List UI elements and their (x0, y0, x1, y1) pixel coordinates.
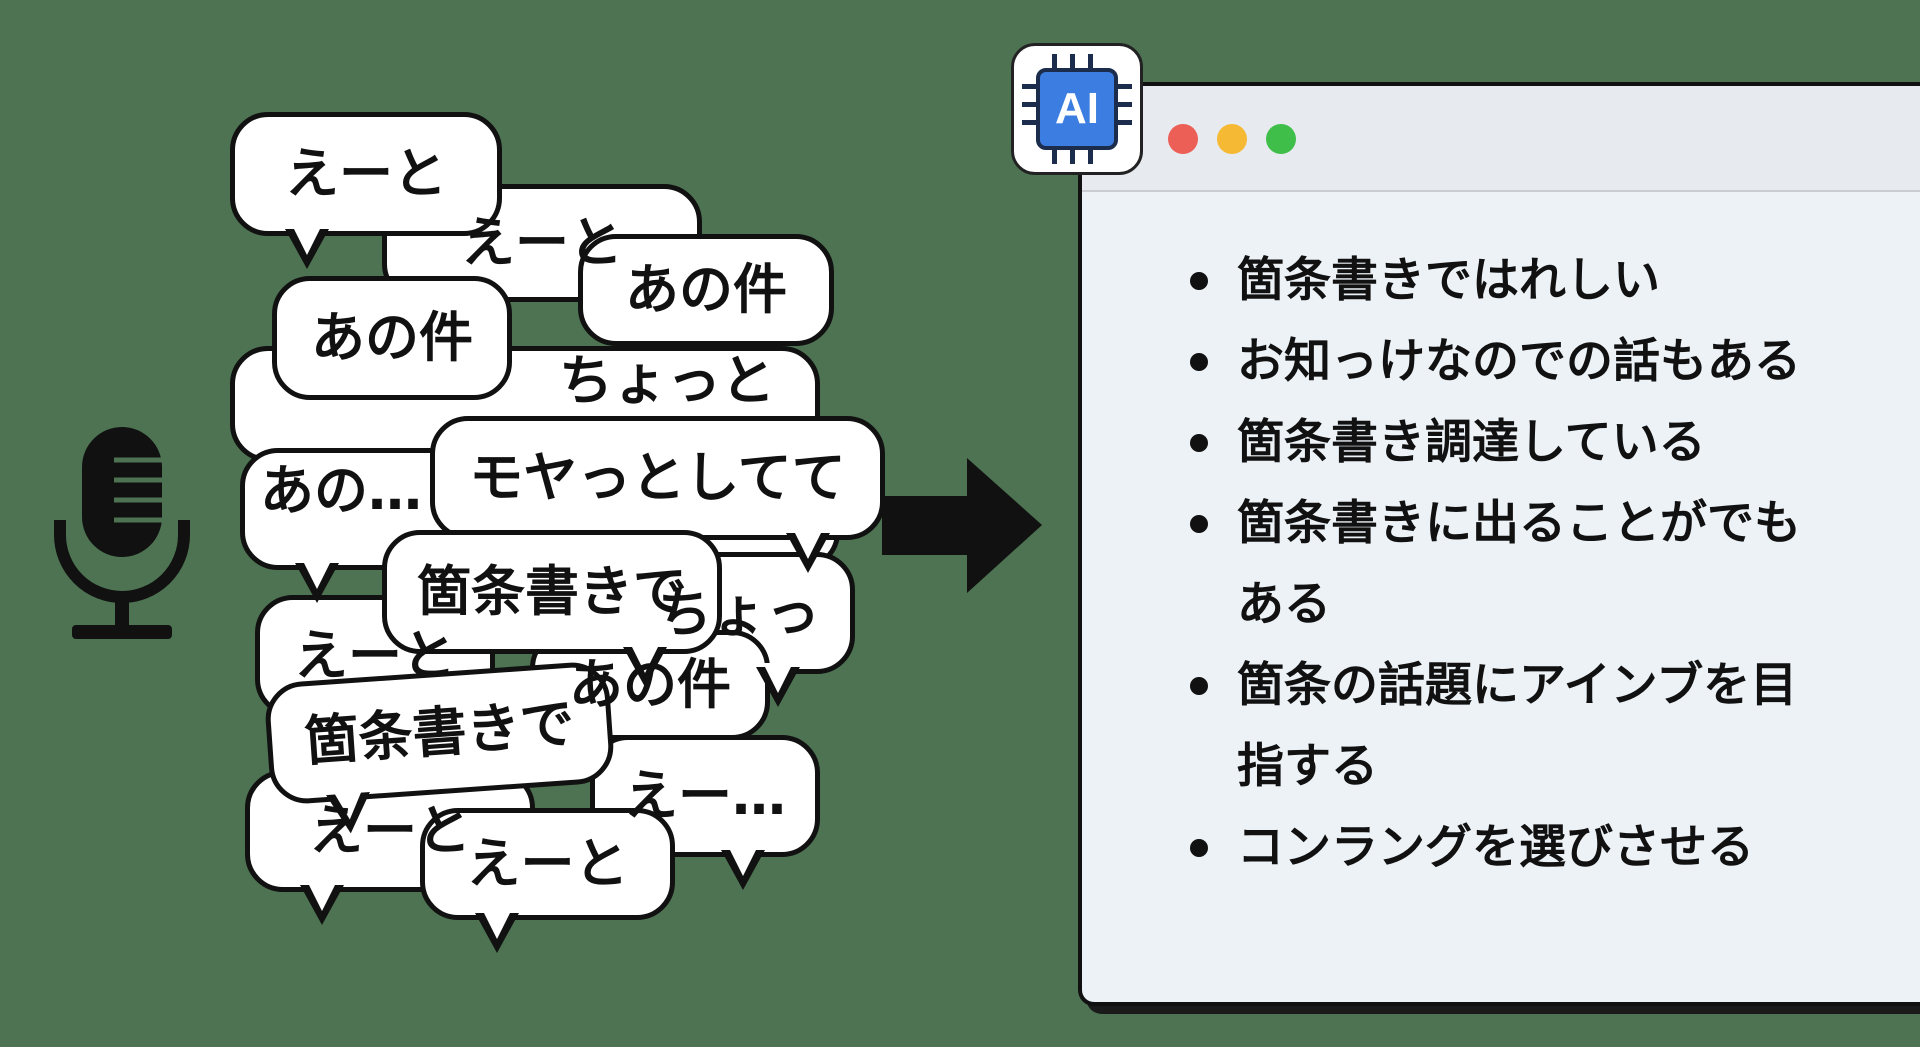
list-item: コンラングを選びさせる (1190, 807, 1827, 888)
speech-bubble: あの件 (272, 276, 512, 400)
maximize-button[interactable] (1266, 124, 1296, 154)
window-titlebar (1082, 86, 1920, 192)
bubble-tail (300, 881, 344, 925)
app-window (1078, 82, 1920, 1006)
bubble-text: えーと (461, 211, 623, 275)
bubble-text: ちょっ (658, 581, 820, 645)
speech-bubble: モヤっとしてて (430, 416, 885, 573)
ai-chip-icon: AI (1011, 43, 1143, 175)
bubble-tail (756, 663, 800, 707)
summary-list: 箇条書きではれしい お知っけなのでの話もある 箇条書き調達している 箇条書きに出… (1190, 240, 1830, 888)
bubble-tail (623, 643, 667, 687)
list-item: お知っけなのでの話もある (1190, 321, 1827, 402)
speech-bubble: 箇条書きで (382, 530, 722, 687)
list-item: 箇条の話題にアインブを目指する (1190, 645, 1827, 807)
bubble-text: ちょっと (559, 349, 775, 412)
bubble-text: モヤっとしてて (469, 446, 846, 510)
bubble-tail (285, 225, 329, 269)
bubble-text: あの… (260, 459, 422, 522)
bubble-text: えー… (624, 764, 786, 828)
arrow-right-icon (882, 458, 1042, 593)
bubble-tail (721, 846, 765, 890)
bubble-text: 箇条書きで (302, 691, 577, 774)
list-item: 箇条書きに出ることがでもある (1190, 483, 1827, 645)
minimize-button[interactable] (1217, 124, 1247, 154)
speech-bubble: えーと (230, 112, 502, 269)
microphone-icon (54, 427, 190, 639)
ai-label: AI (1055, 84, 1099, 133)
bubble-tail (786, 529, 830, 573)
bubble-text: えーと (294, 624, 456, 688)
bubble-text: えーと (285, 142, 447, 206)
bubble-tail (295, 559, 339, 603)
bubble-text: 箇条書きで (417, 560, 687, 624)
ai-chip: AI (1036, 68, 1118, 150)
bubble-text: あの件 (625, 258, 787, 322)
bubble-text: あの件 (569, 653, 731, 717)
list-item: 箇条書き調達している (1190, 402, 1827, 483)
bubble-text: えーと (309, 799, 471, 863)
bubble-text: えーと (466, 832, 629, 896)
speech-bubble: えーと (420, 808, 675, 953)
speech-bubble: あの件 (578, 234, 834, 346)
close-button[interactable] (1168, 124, 1198, 154)
bubble-tail (475, 909, 519, 953)
list-item: 箇条書きではれしい (1190, 240, 1827, 321)
bubble-text: あの件 (311, 306, 473, 370)
